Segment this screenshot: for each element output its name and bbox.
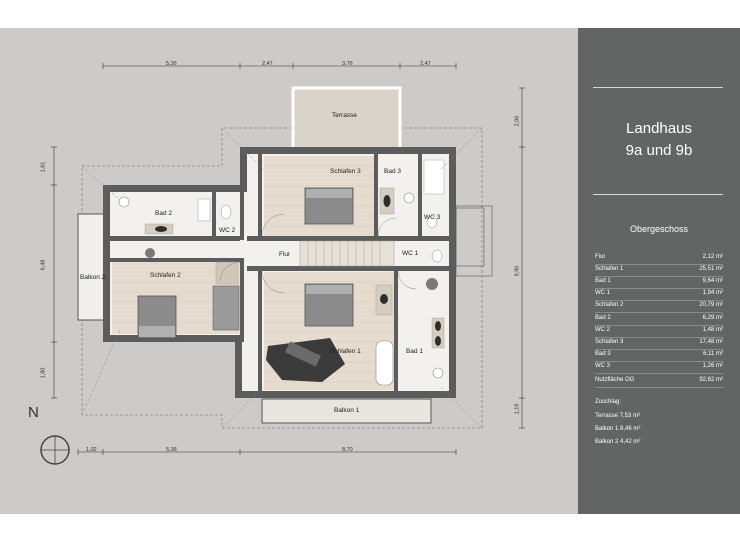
dim-top-3: 3,76 — [342, 61, 353, 67]
dim-left-3: 1,80 — [40, 367, 47, 379]
room-row: Schlafen 1 25,51 m² — [595, 264, 723, 278]
room-name: Nutzfläche OG — [595, 377, 635, 383]
floor-name: Obergeschoss — [629, 224, 689, 234]
room-name: WC 3 — [595, 362, 610, 369]
dim-bottom-3: 8,70 — [342, 447, 353, 453]
room-name: WC 2 — [595, 326, 610, 333]
label-wc1: WC 1 — [402, 250, 419, 257]
dim-top-1: 5,36 — [166, 61, 177, 67]
room-name: Bad 2 — [595, 314, 611, 321]
terrasse-area — [291, 86, 402, 152]
title-bottom-divider — [593, 194, 723, 195]
room-area: 6,29 m² — [702, 314, 723, 321]
dim-left-2: 6,49 — [40, 259, 47, 271]
bathtub — [375, 340, 394, 386]
compass-icon — [40, 435, 70, 465]
balkon1-area — [261, 398, 432, 424]
dim-bottom-2: 5,36 — [166, 447, 177, 453]
label-bad1: Bad 1 — [406, 348, 423, 355]
extra-balkon1: Balkon 1 8,46 m² — [595, 426, 641, 432]
floor-plan-area: Terrasse Schlafen 3 Bad 3 WC 3 Bad 2 WC … — [0, 28, 578, 514]
room-name: Schlafen 3 — [595, 338, 624, 345]
label-balkon1: Balkon 1 — [334, 407, 360, 414]
room-name: Flur — [595, 254, 606, 260]
room-area: 25,51 m² — [699, 266, 723, 273]
room-area: 6,11 m² — [703, 350, 723, 357]
dim-left-1: 1,61 — [40, 161, 47, 173]
room-row: WC 2 1,48 m² — [595, 325, 723, 338]
sofa-schlafen2 — [212, 285, 240, 331]
label-wc2: WC 2 — [219, 227, 236, 234]
dim-right-3: 1,19 — [514, 403, 521, 415]
extra-balkon2: Balkon 2 4,42 m² — [595, 439, 641, 445]
label-schlafen1: Schlafen 1 — [330, 348, 361, 355]
room-area: 1,94 m² — [702, 290, 723, 297]
room-area: 2,12 m² — [702, 254, 723, 260]
dim-bottom-1: 1,02 — [86, 447, 97, 453]
floor-plan — [40, 63, 525, 465]
dim-right-1: 2,00 — [514, 115, 521, 127]
label-bad2: Bad 2 — [155, 210, 172, 217]
lounger — [285, 341, 321, 367]
balkon2-area — [77, 213, 106, 321]
extras-heading: Zuschlag: — [595, 399, 622, 405]
title-top-divider — [593, 87, 723, 88]
extra-terrasse: Terrasse 7,53 m² — [595, 413, 641, 419]
room-name: Schlafen 2 — [595, 302, 624, 309]
room-row: Flur 2,12 m² — [595, 252, 723, 265]
room-row: Schlafen 3 17,48 m² — [595, 337, 723, 350]
room-area: 1,26 m² — [702, 362, 723, 369]
room-area: 1,48 m² — [702, 326, 723, 333]
room-row: Bad 2 6,29 m² — [595, 313, 723, 326]
label-bad3: Bad 3 — [384, 168, 401, 175]
room-area: 92,62 m² — [699, 377, 723, 383]
room-name: Bad 1 — [595, 278, 611, 285]
north-label: N — [28, 404, 39, 421]
room-name: Bad 3 — [595, 350, 611, 357]
room-row: Bad 1 9,64 m² — [595, 276, 723, 290]
label-flur: Flur — [279, 251, 291, 258]
room-area: 9,64 m² — [702, 278, 723, 285]
room-name: Schlafen 1 — [595, 266, 624, 273]
dim-right-2: 9,90 — [514, 265, 521, 277]
room-name: WC 1 — [595, 290, 610, 297]
label-terrasse: Terrasse — [332, 112, 357, 119]
room-area: 20,79 m² — [699, 302, 723, 309]
room-row: Bad 3 6,11 m² — [595, 349, 723, 362]
room-area: 17,48 m² — [699, 338, 723, 345]
dim-top-4: 2,47 — [420, 61, 431, 67]
room-row: Schlafen 2 20,79 m² — [595, 300, 723, 314]
title-line-1: Landhaus — [626, 120, 692, 137]
room-row: WC 1 1,94 m² — [595, 288, 723, 302]
info-panel: Landhaus 9a und 9b Obergeschoss Flur 2,12… — [578, 28, 740, 514]
label-schlafen2: Schlafen 2 — [150, 272, 181, 279]
label-wc3: WC 3 — [424, 214, 441, 221]
closet-schlafen2 — [215, 261, 239, 285]
title-line-2: 9a und 9b — [625, 142, 693, 159]
room-row: WC 3 1,26 m² — [595, 361, 723, 374]
label-schlafen3: Schlafen 3 — [330, 168, 361, 175]
label-balkon2: Balkon 2 — [80, 274, 106, 281]
room-row: Nutzfläche OG 92,62 m² — [595, 375, 723, 388]
dim-top-2: 2,47 — [262, 61, 273, 67]
staircase — [299, 240, 395, 267]
